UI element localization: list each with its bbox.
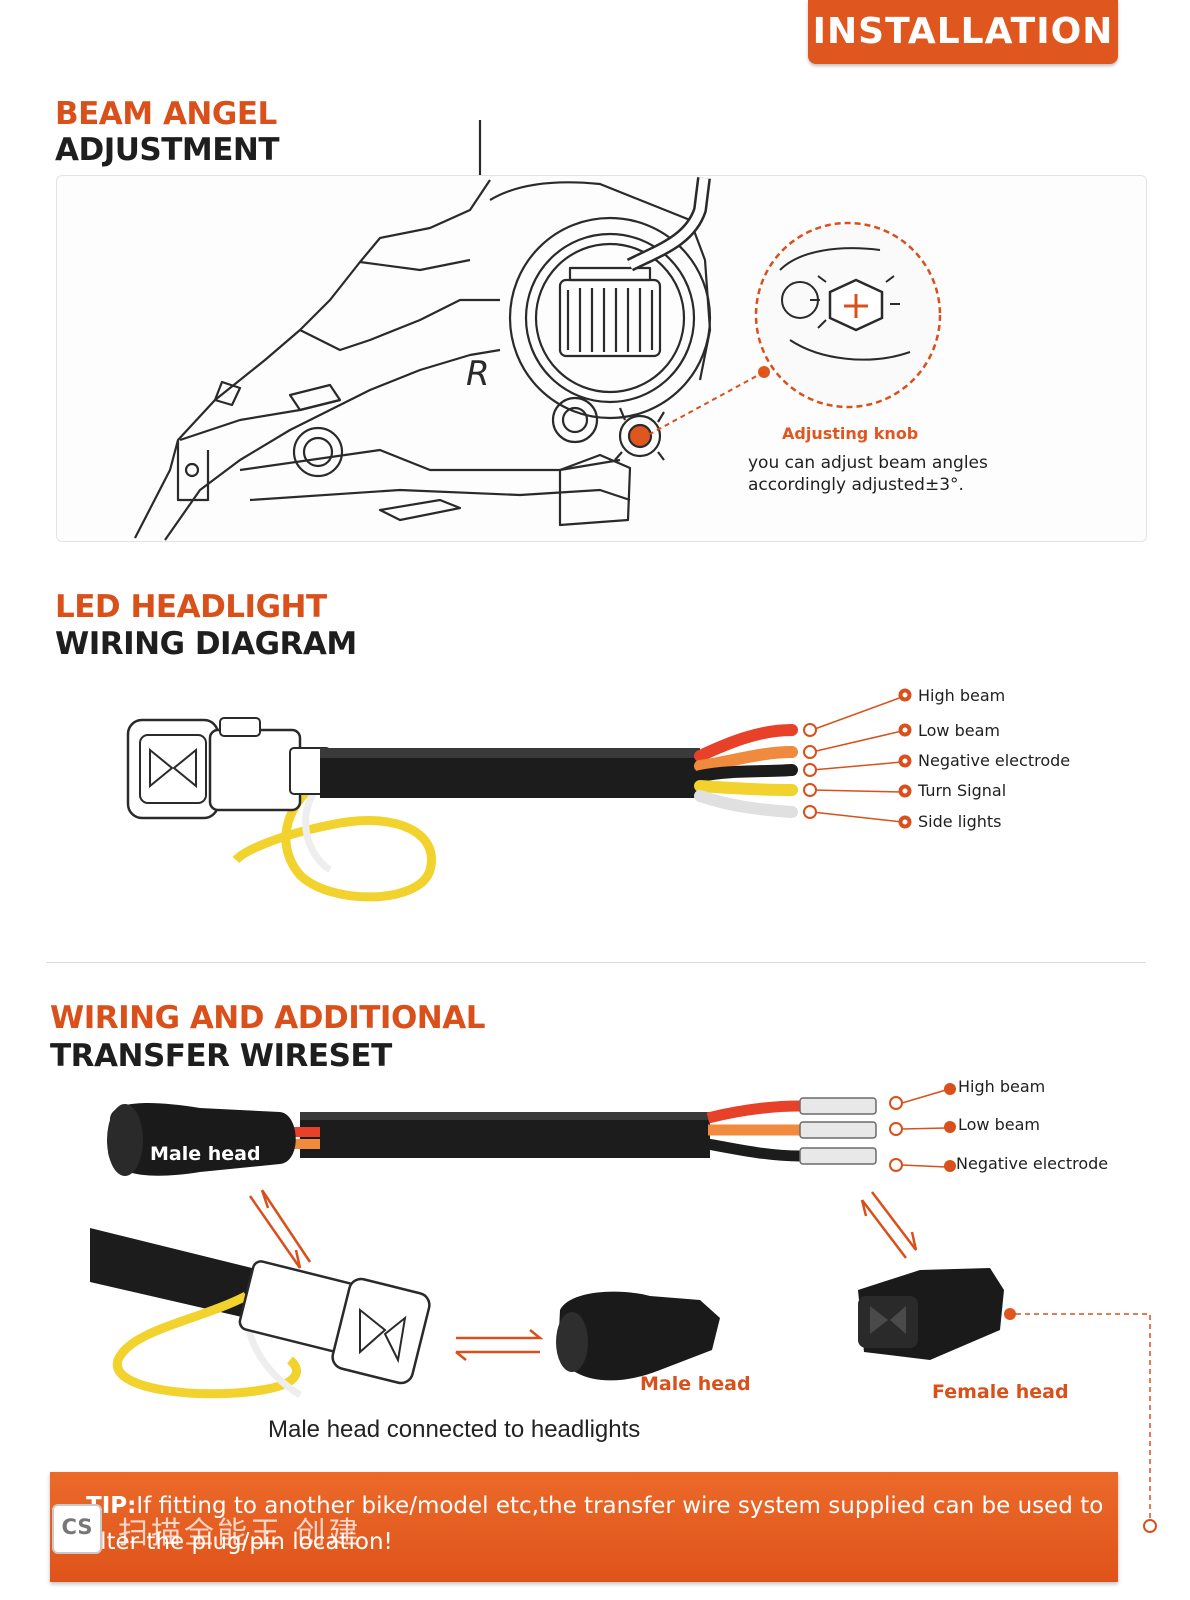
transfer-wireset-illustration (90, 1083, 1157, 1533)
headlight-connection-caption: Male head connected to headlights (268, 1416, 641, 1443)
section2-title-orange: LED HEADLIGHT (55, 589, 327, 625)
led-headlight-wiring-illustration (126, 688, 912, 902)
section1-title-orange: BEAM ANGEL (55, 96, 277, 132)
wire1-label-high-beam: High beam (918, 686, 1006, 705)
connector-plug-1 (126, 717, 331, 820)
female-head-label: Female head (932, 1381, 1069, 1403)
male-head-label-on-plug: Male head (150, 1143, 261, 1165)
wire1-label-turn-signal: Turn Signal (918, 781, 1007, 800)
wire1-label-negative: Negative electrode (918, 751, 1071, 770)
adjusting-knob-description: you can adjust beam angles accordingly a… (748, 452, 1078, 496)
wire2-label-negative: Negative electrode (956, 1154, 1109, 1173)
scanner-watermark: 扫描全能王 创建 (118, 1516, 362, 1551)
section-divider (46, 962, 1146, 963)
wire2-label-low-beam: Low beam (958, 1115, 1040, 1134)
section1-title-dark: ADJUSTMENT (55, 132, 280, 168)
section2-title-dark: WIRING DIAGRAM (55, 626, 357, 662)
headlight-assembly-illustration: R (134, 120, 942, 541)
section3-title-dark: TRANSFER WIRESET (50, 1038, 392, 1074)
section3-title-orange: WIRING AND ADDITIONAL (50, 1000, 486, 1036)
beam-adjustment-panel (56, 175, 1147, 542)
wire1-label-side-lights: Side lights (918, 812, 1002, 831)
tip-text: If fitting to another bike/model etc,the… (86, 1493, 1104, 1555)
adjusting-knob-title: Adjusting knob (782, 424, 919, 443)
magnified-knob (649, 221, 942, 435)
male-head-label: Male head (640, 1373, 751, 1395)
knob-desc-line2: accordingly adjusted±3°. (748, 475, 964, 495)
camscanner-logo: CS (52, 1504, 102, 1554)
knob-desc-line1: you can adjust beam angles (748, 453, 988, 473)
installation-banner: INSTALLATION (808, 0, 1118, 64)
headlight-r-mark: R (466, 354, 490, 394)
wire1-label-low-beam: Low beam (918, 721, 1000, 740)
wire2-label-high-beam: High beam (958, 1077, 1046, 1096)
